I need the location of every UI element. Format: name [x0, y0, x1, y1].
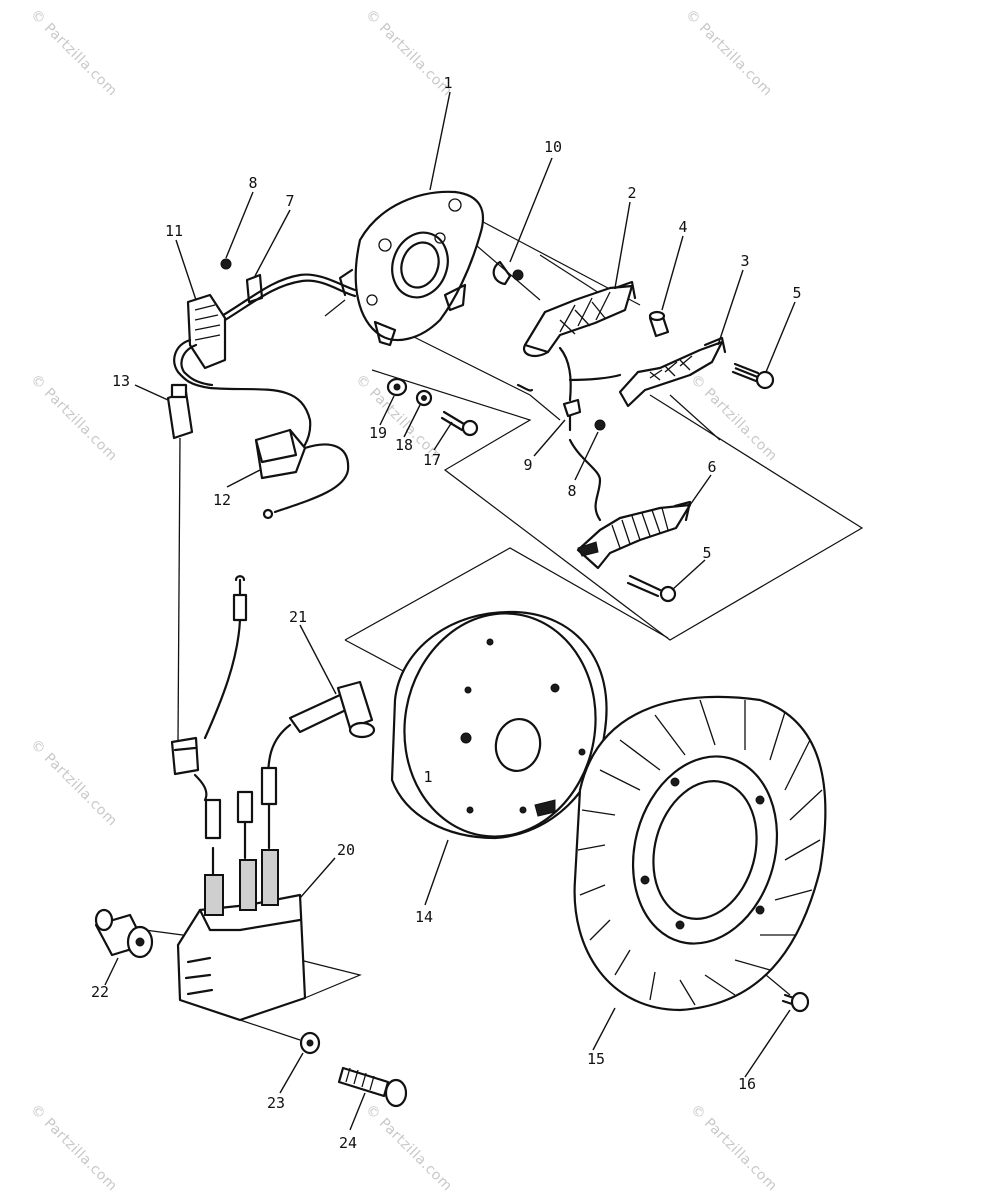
- watermark: © Partzilla.com: [27, 372, 120, 465]
- terminal-part-9[interactable]: [562, 398, 582, 432]
- callout-11: 11: [165, 222, 183, 240]
- callout-21: 21: [289, 608, 307, 626]
- callout-19: 19: [369, 424, 387, 442]
- callout-2: 2: [627, 184, 636, 202]
- lighting-coil-part-6[interactable]: [576, 500, 692, 570]
- watermark: © Partzilla.com: [27, 7, 120, 100]
- screw-part-5-lower[interactable]: [626, 574, 677, 603]
- leader-lines: [104, 91, 796, 1131]
- bolt-part-24[interactable]: [337, 1066, 408, 1108]
- coil-lead-wires[interactable]: [204, 766, 278, 877]
- wire-clamp-part-7[interactable]: [245, 273, 264, 304]
- connector-part-13[interactable]: [166, 383, 194, 440]
- harness-wires: [173, 338, 312, 462]
- screw-part-17[interactable]: [440, 410, 479, 437]
- plug-cap-part-21[interactable]: [288, 680, 376, 739]
- flywheel-mark: 1: [423, 768, 432, 786]
- coil-connector[interactable]: [170, 575, 248, 802]
- watermark: © Partzilla.com: [27, 737, 120, 830]
- callout-15: 15: [587, 1050, 605, 1068]
- callout-22: 22: [91, 983, 109, 1001]
- spacer-part-22[interactable]: [94, 908, 154, 959]
- callout-23: 23: [267, 1094, 285, 1112]
- regulator-part-11[interactable]: [186, 293, 227, 370]
- watermark: © Partzilla.com: [362, 7, 455, 100]
- callout-3: 3: [740, 252, 749, 270]
- callout-5-lower: 5: [702, 544, 711, 562]
- watermark: © Partzilla.com: [27, 1102, 120, 1195]
- callout-4: 4: [678, 218, 687, 236]
- stator-base-plate[interactable]: [338, 190, 485, 347]
- callout-16: 16: [738, 1075, 756, 1093]
- watermark: © Partzilla.com: [682, 7, 775, 100]
- callout-24: 24: [339, 1134, 357, 1152]
- washer-part-19[interactable]: [386, 377, 408, 397]
- callout-14: 14: [415, 908, 433, 926]
- callout-9: 9: [523, 456, 532, 474]
- watermark: © Partzilla.com: [687, 1102, 780, 1195]
- rectifier-part-12[interactable]: [254, 428, 350, 520]
- charging-coil-part-2[interactable]: [522, 280, 637, 358]
- stator-wiring: [516, 346, 622, 522]
- callout-labels: 1 10 2 4 3 5 6 5 7 8 11 13 12 19 18 17 9…: [91, 74, 802, 1152]
- callout-5-upper: 5: [792, 284, 801, 302]
- pulser-coil-part-3[interactable]: [618, 336, 727, 408]
- flywheel-part-14[interactable]: 1: [387, 598, 613, 852]
- screw-part-8-upper[interactable]: [220, 258, 232, 270]
- screw-part-8-lower[interactable]: [594, 419, 606, 431]
- washer-part-23[interactable]: [299, 1031, 321, 1055]
- bolt-part-16[interactable]: [781, 991, 810, 1013]
- clip-part-10[interactable]: [492, 260, 524, 286]
- callout-17: 17: [423, 451, 441, 469]
- fan-part-15[interactable]: [573, 695, 827, 1012]
- callout-13: 13: [112, 372, 130, 390]
- spacer-part-4[interactable]: [648, 310, 670, 338]
- callout-8-upper: 8: [248, 174, 257, 192]
- callout-1: 1: [443, 74, 452, 92]
- callout-20: 20: [337, 841, 355, 859]
- callout-6: 6: [707, 458, 716, 476]
- callout-7: 7: [285, 192, 294, 210]
- callout-18: 18: [395, 436, 413, 454]
- washer-part-18[interactable]: [415, 389, 433, 407]
- callout-8-lower: 8: [567, 482, 576, 500]
- callout-12: 12: [213, 491, 231, 509]
- screw-part-5-upper[interactable]: [731, 362, 775, 390]
- watermark: © Partzilla.com: [362, 1102, 455, 1195]
- ignition-coil-part-20[interactable]: [176, 849, 307, 1022]
- stator-lead-wires: [213, 273, 357, 328]
- ground-wire: [177, 437, 181, 741]
- callout-10: 10: [544, 138, 562, 156]
